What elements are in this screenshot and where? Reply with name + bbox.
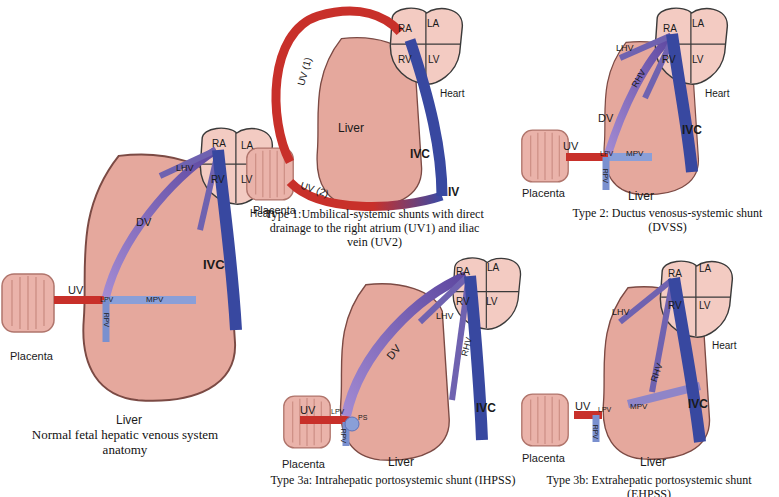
anatomy-label: RV bbox=[662, 54, 676, 65]
anatomy-label: DV bbox=[136, 216, 151, 228]
type2-panel bbox=[522, 8, 728, 195]
anatomy-label: LHV bbox=[612, 308, 630, 318]
anatomy-label: RPV bbox=[102, 313, 110, 327]
anatomy-label: LA bbox=[699, 263, 711, 274]
anatomy-label: RA bbox=[456, 266, 470, 277]
anatomy-label: IV bbox=[448, 186, 459, 199]
anatomy-label: UV bbox=[575, 400, 590, 412]
anatomy-label: RV bbox=[211, 174, 225, 185]
anatomy-label: LHV bbox=[176, 164, 194, 174]
anatomy-label: Heart bbox=[440, 88, 464, 99]
anatomy-label: LPV bbox=[331, 408, 344, 416]
anatomy-label: LA bbox=[427, 18, 439, 29]
anatomy-label: Liver bbox=[628, 190, 654, 203]
anatomy-label: Placenta bbox=[10, 350, 53, 362]
anatomy-label: PS bbox=[358, 414, 367, 422]
type3b-panel bbox=[522, 261, 733, 459]
panel-caption: Type 3b: Extrahepatic portosystemic shun… bbox=[524, 474, 774, 497]
anatomy-label: RA bbox=[212, 138, 226, 149]
panel-caption: Normal fetal hepatic venous system anato… bbox=[20, 428, 230, 458]
anatomy-label: RA bbox=[398, 23, 412, 34]
anatomy-label: LPV bbox=[598, 406, 611, 414]
anatomy-label: IVC bbox=[476, 402, 496, 415]
anatomy-label: RPV bbox=[591, 425, 599, 439]
anatomy-label: Liver bbox=[388, 456, 414, 469]
anatomy-label: RV bbox=[398, 54, 412, 65]
anatomy-label: UV (1) bbox=[295, 56, 313, 87]
anatomy-label: IVC bbox=[688, 398, 708, 411]
anatomy-label: Placenta bbox=[282, 458, 325, 470]
anatomy-label: LV bbox=[486, 296, 498, 307]
anatomy-label: Placenta bbox=[522, 452, 565, 464]
panel-caption: Type 2: Ductus venosus-systemic shunt (D… bbox=[560, 207, 775, 235]
anatomy-label: UV bbox=[300, 404, 315, 416]
anatomy-label: MPV bbox=[630, 403, 647, 412]
anatomy-label: RV bbox=[668, 300, 682, 311]
anatomy-label: LHV bbox=[616, 44, 634, 54]
anatomy-label: RV bbox=[456, 296, 470, 307]
normal-panel bbox=[2, 128, 272, 401]
anatomy-label: LA bbox=[692, 18, 704, 29]
anatomy-label: MPV bbox=[626, 150, 643, 159]
anatomy-label: LV bbox=[699, 300, 711, 311]
anatomy-label: LPV bbox=[100, 296, 113, 304]
anatomy-label: Placenta bbox=[522, 187, 565, 199]
anatomy-label: LA bbox=[241, 140, 253, 151]
anatomy-label: RPV bbox=[339, 429, 347, 443]
anatomy-label: IVC bbox=[682, 124, 702, 137]
anatomy-label: LV bbox=[692, 54, 704, 65]
anatomy-label: RPV bbox=[601, 169, 609, 183]
anatomy-label: Liver bbox=[338, 122, 364, 135]
anatomy-label: RA bbox=[663, 23, 677, 34]
anatomy-label: IVC bbox=[203, 258, 225, 272]
anatomy-label: LV bbox=[241, 174, 253, 185]
anatomy-label: DV bbox=[598, 112, 613, 124]
type1-panel bbox=[247, 8, 463, 207]
type3a-panel bbox=[284, 258, 521, 460]
anatomy-label: Heart bbox=[705, 88, 729, 99]
anatomy-label: RA bbox=[668, 268, 682, 279]
anatomy-label: MPV bbox=[146, 296, 163, 305]
anatomy-label: IVC bbox=[410, 148, 430, 161]
anatomy-label: LA bbox=[487, 262, 499, 273]
anatomy-label: Heart bbox=[712, 340, 736, 351]
anatomy-label: LPV bbox=[600, 150, 613, 158]
panel-caption: Type 3a: Intrahepatic portosystemic shun… bbox=[268, 474, 518, 488]
anatomy-label: LHV bbox=[436, 312, 454, 322]
anatomy-label: Liver bbox=[116, 414, 142, 427]
anatomy-label: LV bbox=[428, 54, 440, 65]
anatomy-label: UV bbox=[68, 284, 83, 296]
panel-caption: Type 1:Umbilical-systemic shunts with di… bbox=[262, 208, 487, 249]
anatomy-label: Liver bbox=[640, 456, 666, 469]
anatomy-label: UV bbox=[563, 140, 578, 152]
